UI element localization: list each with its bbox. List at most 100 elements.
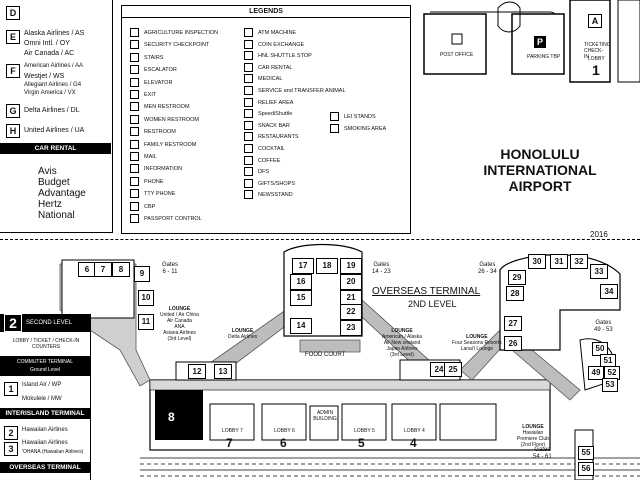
legend-symbol-icon: [130, 164, 139, 174]
legend-item-label: INFORMATION: [144, 166, 183, 173]
terminal-f-airline-2: Westjet / WS: [24, 73, 65, 80]
legend-symbol-icon: [244, 28, 253, 37]
legend-item-label: MEDICAL: [258, 76, 283, 83]
gates-14-23-label: Gates 14 - 23: [372, 262, 391, 275]
legend-symbol-icon: [244, 86, 253, 95]
lounge-american-line-2: Air New zealand: [383, 340, 421, 346]
legend-item-col1-3: ESCALATOR: [130, 65, 177, 75]
map-year: 2016: [590, 230, 608, 239]
commuter-bar: [0, 356, 90, 376]
legend-symbol-icon: [244, 167, 253, 177]
commuter-label: COMMUTER TERMINAL: [16, 359, 74, 365]
lounge-american-line-4: (3rd Level): [390, 352, 414, 358]
legend-item-label: MEN RESTROOM: [144, 104, 190, 111]
legend-item-col2-6: RELIEF AREA: [244, 97, 293, 107]
site-overview: [423, 0, 640, 83]
gate-7: 7: [94, 262, 112, 277]
legend-item-label: GIFTS/SHOPS: [258, 180, 295, 187]
legend-symbol-icon: [130, 52, 139, 62]
lounge-american-title: LOUNGE: [391, 328, 413, 334]
car-rental-hertz: Hertz: [38, 199, 62, 210]
legend-item-col1-7: WOMEN RESTROOM: [130, 114, 199, 124]
interisland-airline-3: 'OHANA (Hawaiian Airlines): [22, 449, 84, 455]
lounge-hawaiian: LOUNGE Hawaiian Premiere Club (2nd Floor…: [517, 424, 549, 448]
lounge-hawaiian-line-3: (2nd Floor): [520, 442, 546, 448]
legend-item-label: PASSPORT CONTROL: [144, 215, 202, 222]
gate-26: 26: [504, 336, 522, 351]
gate-28: 28: [506, 286, 524, 301]
legend-item-col1-12: PHONE: [130, 176, 164, 186]
legend-item-col1-8: RESTROOM: [130, 127, 176, 137]
legend-symbol-icon: [130, 214, 139, 223]
legend-item-label: FAMILY RESTROOM: [144, 141, 197, 148]
legend-item-col1-9: FAMILY RESTROOM: [130, 139, 197, 149]
legend-item-col1-14: CBP: [130, 201, 155, 211]
legend-item-label: NEWSSTAND: [258, 192, 293, 199]
level-2-marker: 2: [4, 314, 22, 332]
car-rental-budget: Budget: [38, 177, 70, 188]
lounge-united-line-1: United / Air China: [160, 312, 199, 318]
gate-29: 29: [508, 270, 526, 285]
terminal-e-airline-2: Omni Intl. / OY: [24, 40, 70, 47]
legend-symbol-icon: [130, 114, 139, 124]
gate-20: 20: [340, 274, 362, 290]
legend-symbol-icon: [244, 39, 253, 49]
lounge-hawaiian-title: LOUNGE: [522, 424, 544, 430]
legend-item-label: SNACK BAR: [258, 122, 290, 129]
legend-item-col2-11: COFFEE: [244, 155, 281, 165]
lounge-delta-title: LOUNGE: [231, 328, 254, 334]
gate-49: 49: [588, 366, 604, 380]
lobby-4-label: LOBBY 4: [404, 428, 425, 434]
gate-56: 56: [578, 462, 594, 476]
gate-16: 16: [290, 274, 312, 290]
gate-10: 10: [138, 290, 154, 306]
terminal-f-marker: F: [6, 64, 20, 78]
gate-27: 27: [504, 316, 522, 331]
lobby-5-label: LOBBY 5: [354, 428, 375, 434]
legend-item-col3-0: LEI STANDS: [330, 112, 376, 121]
legend-item-col1-5: EXIT: [130, 90, 156, 99]
airport-title: HONOLULU INTERNATIONAL AIRPORT: [470, 146, 610, 194]
gate-34: 34: [600, 284, 618, 299]
title-line-2: INTERNATIONAL: [483, 162, 597, 178]
legend-item-col1-2: STAIRS: [130, 52, 163, 62]
lounge-delta-line-1: Delta Airlines: [228, 334, 258, 340]
legend-item-col3-1: SMOKING AREA: [330, 124, 386, 133]
terminal-e-airline-3: Air Canada / AC: [24, 50, 75, 57]
gates-26-34-label: Gates 26 - 34: [478, 262, 497, 275]
car-rental-header: CAR RENTAL: [0, 143, 111, 154]
overseas-heading: OVERSEAS TERMINAL: [372, 286, 481, 297]
lobby1-number: 1: [592, 62, 600, 78]
legend-item-label: COFFEE: [258, 157, 281, 164]
legends-title: LEGENDS: [122, 6, 410, 18]
second-level-label: SECOND LEVEL: [26, 320, 73, 326]
legend-symbol-icon: [244, 74, 253, 84]
gate-11: 11: [138, 314, 154, 330]
legend-item-label: LEI STANDS: [344, 113, 376, 120]
legend-symbol-icon: [130, 90, 139, 99]
interisland-airline-1: Hawaiian Airlines: [22, 427, 68, 433]
gate-12: 12: [188, 364, 206, 379]
parking-label: PARKING TBP: [527, 54, 561, 60]
legend-symbol-icon: [130, 28, 139, 37]
legend-symbol-icon: [330, 124, 339, 133]
lounge-united-line-2: Air Canada: [166, 318, 192, 324]
legend-item-label: CAR RENTAL: [258, 64, 293, 71]
legend-symbol-icon: [244, 120, 253, 130]
gate-17: 17: [292, 258, 314, 274]
legend-item-label: COCKTAIL: [258, 145, 286, 152]
interisland-bar: INTERISLAND TERMINAL: [0, 408, 90, 419]
interisland-marker-3: 3: [4, 442, 18, 456]
lounge-american-line-1: American / Alaska: [382, 334, 423, 340]
terminal-g-airline-1: Delta Airlines / DL: [24, 107, 80, 114]
gate-9: 9: [134, 266, 150, 282]
lounge-delta: LOUNGE Delta Airlines: [228, 328, 257, 340]
gates-54-61-label: Gates 54 - 61: [533, 447, 552, 460]
gate-25: 25: [444, 362, 462, 377]
legend-item-col2-10: COCKTAIL: [244, 144, 285, 153]
legend-symbol-icon: [130, 152, 139, 161]
commuter-airline-2: Mokulele / MW: [22, 396, 62, 402]
gate-13: 13: [214, 364, 232, 379]
parking-icon: P: [536, 37, 543, 47]
